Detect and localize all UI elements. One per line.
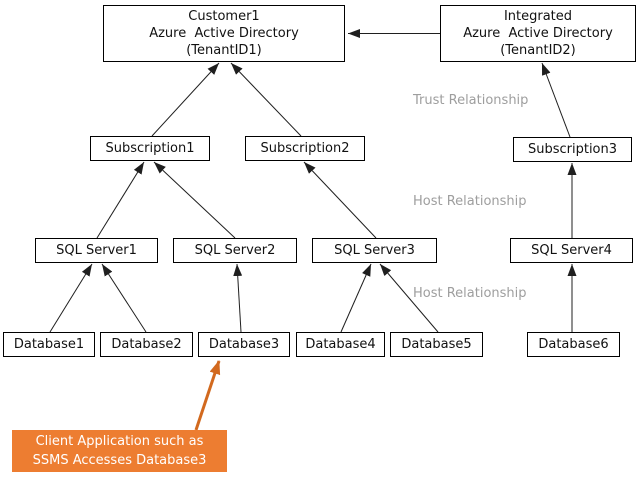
node-database1-label: Database1 — [13, 337, 85, 352]
node-sql-server1: SQL Server1 — [35, 238, 158, 263]
host-relationship-label-lower: Host Relationship — [413, 286, 527, 301]
node-sql-server3: SQL Server3 — [312, 238, 437, 263]
node-database4: Database4 — [296, 332, 385, 357]
edge-sqlserver1-to-subscription1 — [96, 161, 145, 239]
edge-database2-to-sqlserver1 — [101, 263, 147, 333]
edge-subscription2-to-customer-aad — [230, 62, 302, 137]
edge-sqlserver3-to-subscription2 — [303, 161, 377, 239]
node-database2-label: Database2 — [111, 337, 182, 352]
edge-database3-to-sqlserver2 — [233, 263, 243, 333]
trust-relationship-label: Trust Relationship — [413, 93, 529, 108]
node-integrated-aad: Integrated Azure Active Directory (Tenan… — [440, 5, 636, 62]
host-relationship-label-upper: Host Relationship — [413, 194, 527, 209]
client-application-callout: Client Application such as SSMS Accesses… — [12, 430, 227, 472]
node-database4-label: Database4 — [305, 337, 376, 352]
node-database6-label: Database6 — [538, 337, 609, 352]
node-database3: Database3 — [198, 332, 290, 357]
edge-subscription1-to-customer-aad — [151, 62, 220, 137]
node-subscription3: Subscription3 — [513, 137, 632, 162]
node-database1: Database1 — [3, 332, 95, 357]
node-sql-server1-label: SQL Server1 — [56, 243, 137, 258]
node-subscription1-label: Subscription1 — [105, 141, 195, 156]
node-subscription3-label: Subscription3 — [527, 142, 618, 157]
node-sql-server3-label: SQL Server3 — [334, 243, 415, 258]
node-integrated-aad-label: Integrated Azure Active Directory (Tenan… — [463, 9, 613, 58]
node-subscription2-label: Subscription2 — [260, 141, 350, 156]
edge-database4-to-sqlserver3 — [340, 263, 372, 333]
node-sql-server4: SQL Server4 — [510, 238, 633, 263]
edge-subscription3-to-integrated-aad — [541, 62, 571, 138]
node-sql-server2-label: SQL Server2 — [194, 243, 276, 258]
client-application-callout-label: Client Application such as SSMS Accesses… — [32, 434, 207, 468]
node-customer-aad: Customer1 Azure Active Directory (Tenant… — [103, 5, 345, 62]
node-database5-label: Database5 — [401, 337, 472, 352]
node-customer-aad-label: Customer1 Azure Active Directory (Tenant… — [149, 9, 299, 58]
node-database3-label: Database3 — [208, 337, 280, 352]
edge-database1-to-sqlserver1 — [49, 263, 93, 333]
node-subscription2: Subscription2 — [245, 136, 365, 161]
node-database2: Database2 — [100, 332, 193, 357]
node-sql-server4-label: SQL Server4 — [531, 243, 612, 258]
node-database6: Database6 — [527, 332, 620, 357]
node-database5: Database5 — [390, 332, 483, 357]
node-subscription1: Subscription1 — [90, 136, 210, 161]
edge-sqlserver2-to-subscription1 — [153, 161, 236, 239]
node-sql-server2: SQL Server2 — [173, 238, 297, 263]
edge-client-callout-to-database3 — [194, 360, 221, 431]
